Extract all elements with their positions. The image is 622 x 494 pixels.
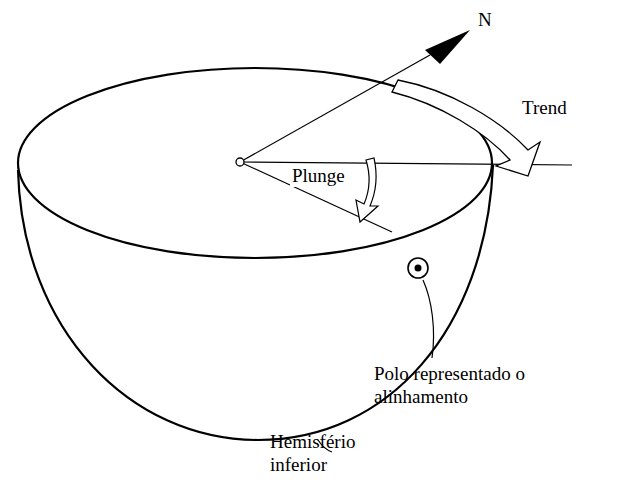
pole-circle	[408, 258, 428, 278]
trend-arrow	[392, 80, 540, 176]
pole-dot	[415, 265, 422, 272]
north-arrowhead	[425, 30, 470, 64]
angle-label: Plunge	[290, 164, 347, 187]
callout-label: Hemisfério inferior	[270, 430, 390, 476]
north-line	[240, 55, 430, 162]
angle-label: Trend	[522, 96, 567, 119]
pole-leader	[423, 280, 434, 358]
centre-point	[236, 158, 244, 166]
callout-label: Polo representado o alinhamento	[374, 362, 544, 408]
plunge-arrow	[356, 158, 378, 222]
direction-label: N	[478, 8, 492, 31]
